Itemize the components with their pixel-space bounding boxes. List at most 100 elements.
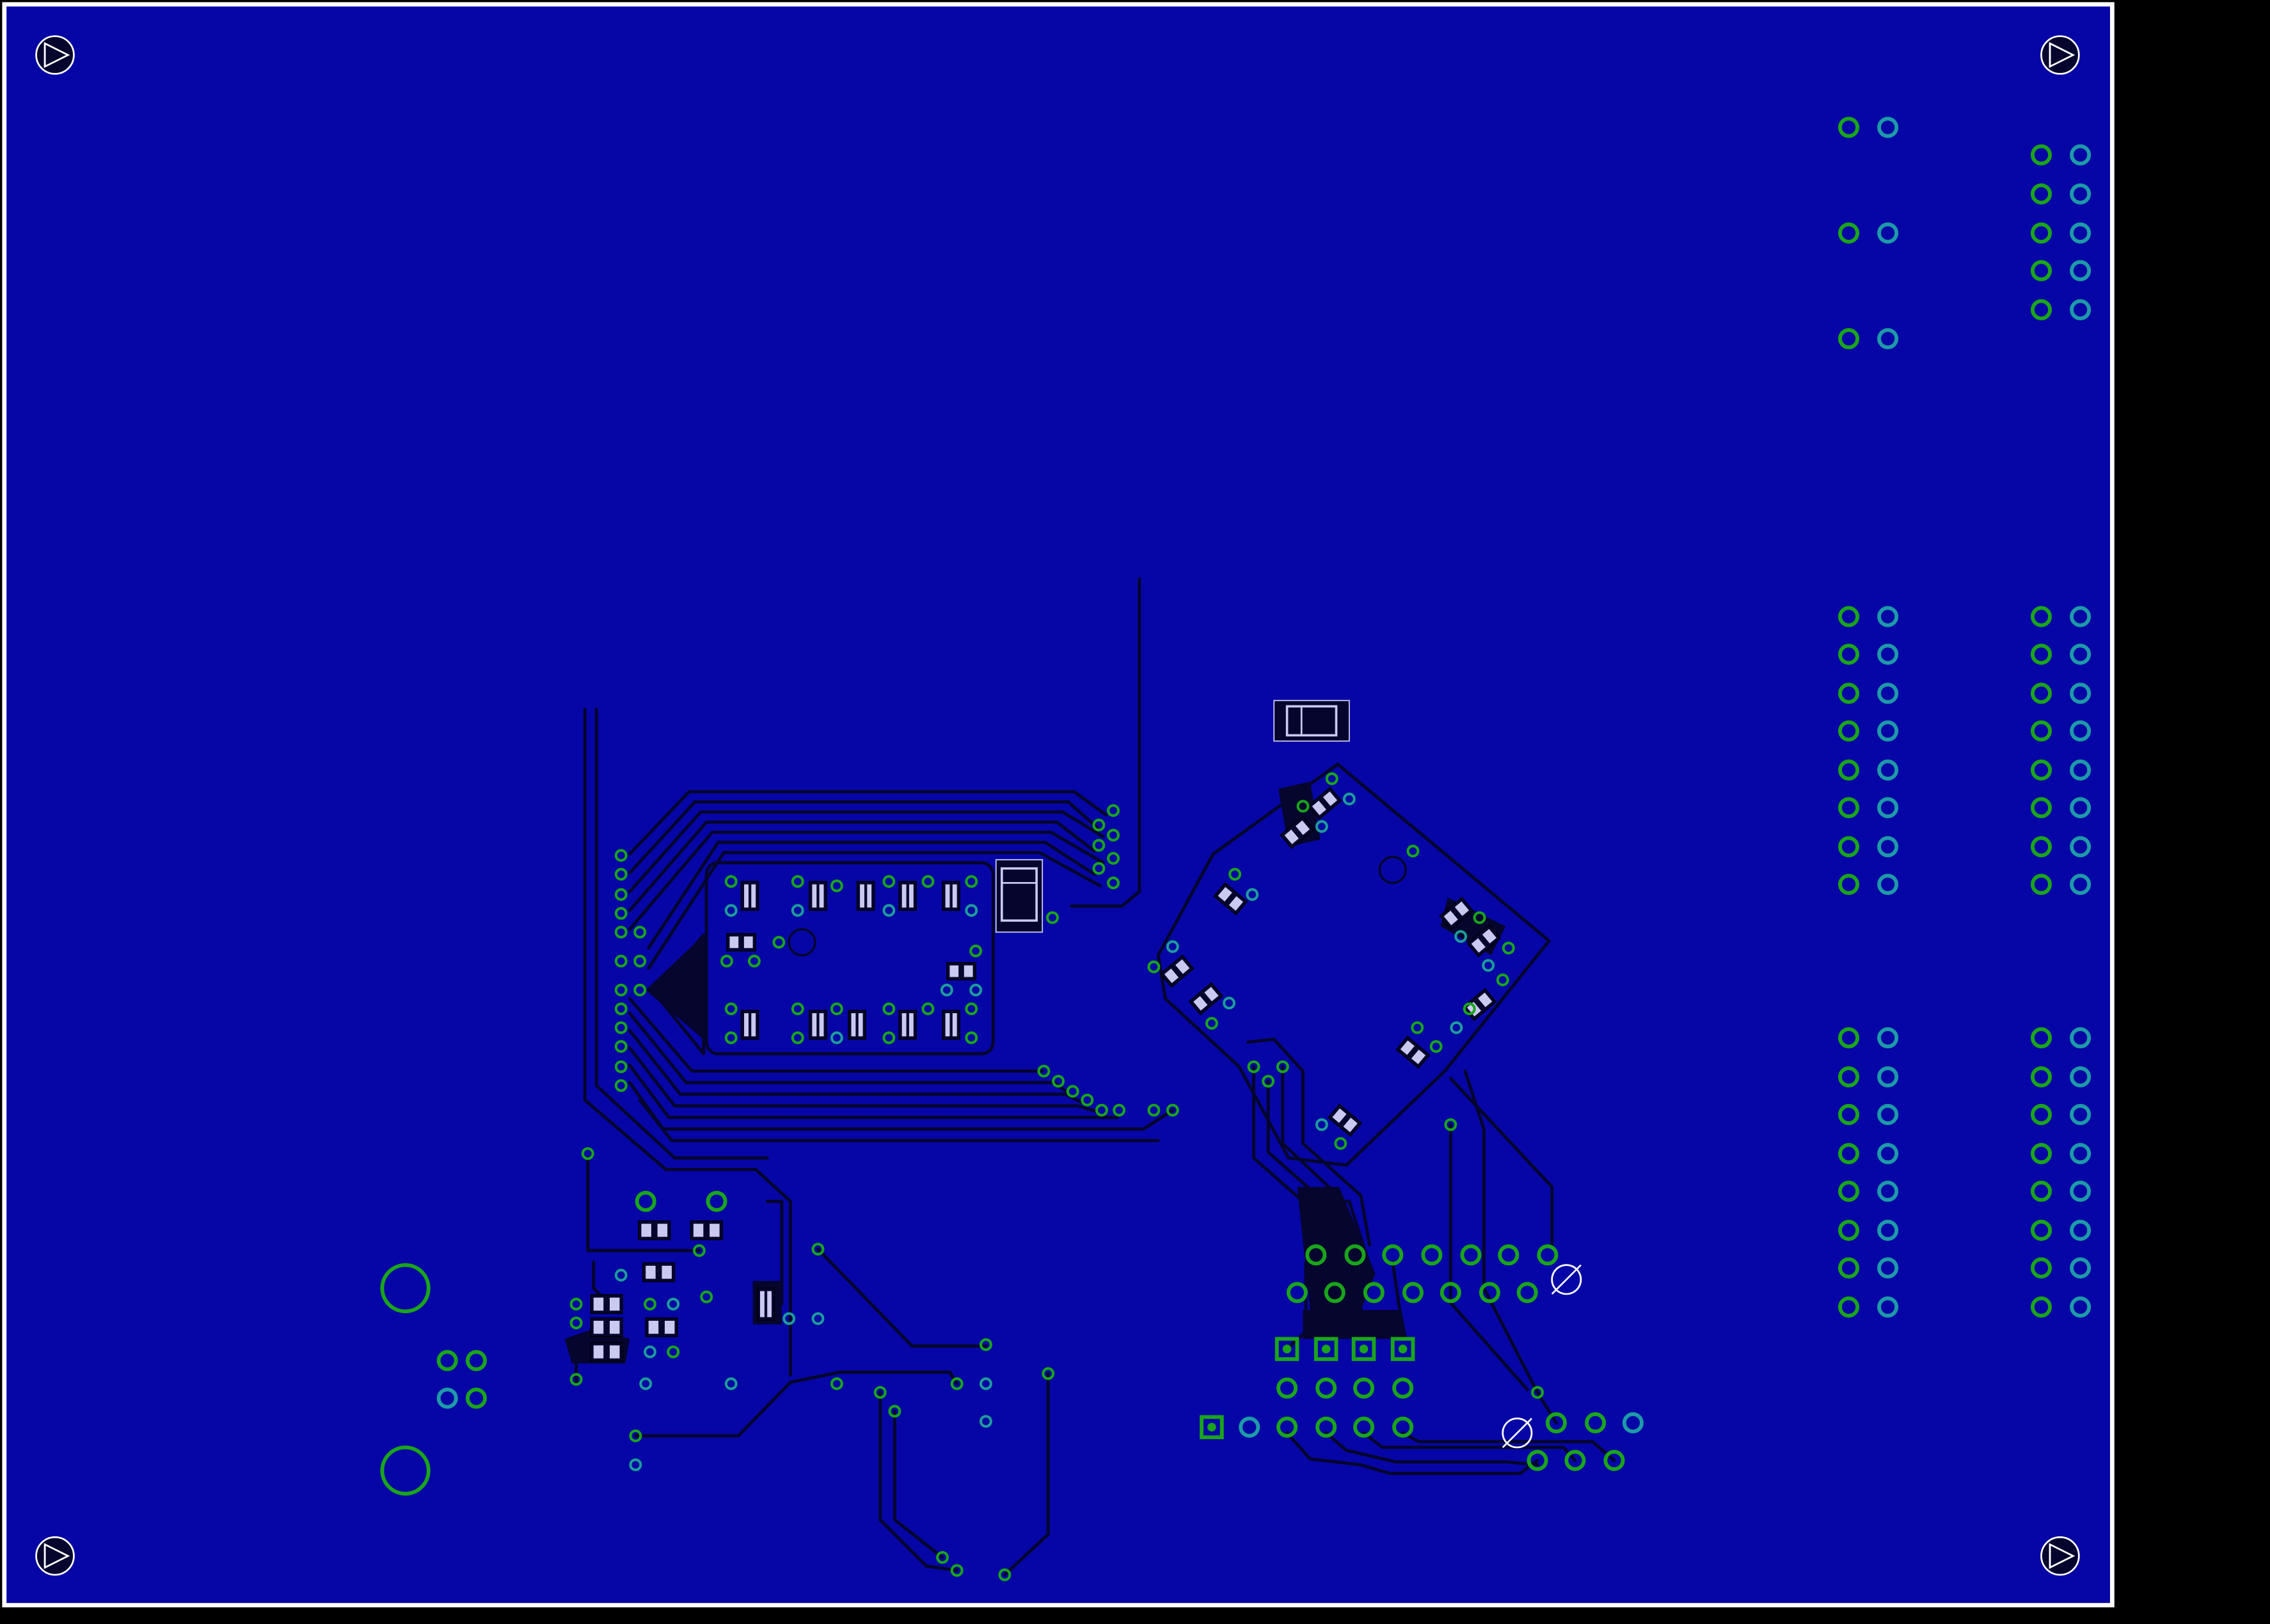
component-pad bbox=[860, 884, 864, 908]
header-pin bbox=[1877, 328, 1899, 350]
via bbox=[747, 954, 761, 968]
via bbox=[614, 1060, 628, 1073]
component-body bbox=[756, 1288, 775, 1321]
via bbox=[569, 1316, 583, 1330]
via bbox=[1296, 800, 1310, 813]
via bbox=[614, 867, 628, 881]
header-pin bbox=[1877, 643, 1899, 665]
smd-components bbox=[590, 700, 1502, 1362]
via bbox=[936, 1550, 949, 1564]
component-pad bbox=[1343, 1117, 1358, 1133]
component-pad bbox=[851, 1013, 856, 1037]
via bbox=[830, 1002, 843, 1016]
electrolytic-capacitor bbox=[1273, 700, 1350, 742]
component-pad bbox=[909, 1013, 914, 1037]
via bbox=[1081, 1093, 1094, 1107]
via bbox=[629, 1429, 642, 1442]
via bbox=[791, 875, 804, 888]
header-pin bbox=[2070, 1257, 2091, 1279]
header-pin bbox=[2070, 606, 2091, 627]
component-pad bbox=[1400, 1040, 1415, 1055]
component-pad bbox=[1443, 910, 1458, 926]
component-pad bbox=[609, 1345, 620, 1359]
connector-pin bbox=[1382, 1244, 1404, 1266]
connector-pin bbox=[1276, 1377, 1298, 1399]
connector-pin bbox=[1363, 1282, 1385, 1304]
connector-pin bbox=[1498, 1244, 1520, 1266]
pad-center bbox=[1207, 1423, 1216, 1432]
component-body bbox=[848, 1009, 866, 1040]
via bbox=[614, 1268, 628, 1282]
smd-capacitor bbox=[1307, 787, 1342, 820]
header-pin bbox=[2070, 797, 2091, 819]
via bbox=[921, 875, 935, 888]
connector-pin-square bbox=[1274, 1337, 1299, 1361]
via bbox=[1223, 997, 1235, 1009]
copper-trace bbox=[628, 810, 1105, 894]
component-pad bbox=[1175, 959, 1190, 974]
via bbox=[1429, 1040, 1443, 1053]
header-pin bbox=[2030, 1257, 2052, 1279]
smd-capacitor bbox=[1395, 1036, 1431, 1069]
via bbox=[1246, 888, 1259, 901]
smd-resistor bbox=[898, 1009, 917, 1040]
smd-resistor bbox=[690, 1220, 723, 1240]
header-pin bbox=[2030, 606, 2052, 627]
connector-pin bbox=[1564, 1449, 1586, 1471]
smd-resistor bbox=[848, 1009, 866, 1040]
via bbox=[950, 1564, 964, 1577]
via bbox=[1334, 1137, 1347, 1150]
header-pin bbox=[1877, 1257, 1899, 1279]
copper-trace bbox=[647, 851, 1102, 970]
via bbox=[614, 954, 628, 968]
header-pin bbox=[1838, 1180, 1860, 1202]
via bbox=[791, 904, 804, 917]
component-pad bbox=[1411, 1050, 1426, 1064]
via bbox=[1502, 942, 1515, 955]
via bbox=[614, 1079, 628, 1092]
component-pad bbox=[609, 1320, 620, 1334]
header-pin bbox=[2070, 1296, 2091, 1318]
header-pin bbox=[1877, 836, 1899, 858]
component-body bbox=[740, 1009, 759, 1040]
header-pin bbox=[2070, 1143, 2091, 1165]
component-pad bbox=[743, 936, 753, 949]
component-pad bbox=[952, 884, 957, 908]
component-pad bbox=[949, 965, 959, 977]
header-pin bbox=[2030, 1143, 2052, 1165]
header-pin bbox=[1838, 116, 1860, 138]
via bbox=[980, 1415, 992, 1428]
component-pad bbox=[812, 1013, 817, 1037]
via bbox=[1107, 804, 1120, 817]
header-pin bbox=[1877, 1296, 1899, 1318]
smd-resistor bbox=[638, 1220, 671, 1240]
connector-pin bbox=[1344, 1244, 1366, 1266]
via bbox=[941, 984, 953, 997]
via bbox=[979, 1338, 992, 1352]
copper-trace bbox=[1324, 1431, 1539, 1467]
via bbox=[950, 1377, 964, 1391]
header-pin bbox=[2070, 1027, 2091, 1049]
pad bbox=[635, 1190, 656, 1212]
connector-pin bbox=[1353, 1377, 1375, 1399]
via bbox=[1531, 1385, 1544, 1399]
header-pin bbox=[2070, 299, 2091, 320]
header-pin bbox=[1838, 1219, 1860, 1242]
header-pin bbox=[1877, 1103, 1899, 1125]
header-pin bbox=[1877, 874, 1899, 895]
component-pad bbox=[662, 1265, 672, 1279]
mounting-hole-icon bbox=[2040, 1536, 2080, 1576]
via bbox=[1276, 1060, 1289, 1073]
via bbox=[1147, 960, 1161, 974]
via bbox=[720, 954, 733, 968]
connector-pin bbox=[1305, 1244, 1327, 1266]
via bbox=[724, 875, 738, 888]
via bbox=[700, 1290, 713, 1304]
via bbox=[830, 1031, 843, 1045]
component-body bbox=[809, 1009, 827, 1040]
header-pin bbox=[2070, 643, 2091, 665]
fiducial-slash bbox=[1502, 1417, 1532, 1448]
copper-trace bbox=[878, 1391, 959, 1572]
component-pad bbox=[1228, 896, 1244, 911]
smd-resistor bbox=[898, 881, 917, 911]
